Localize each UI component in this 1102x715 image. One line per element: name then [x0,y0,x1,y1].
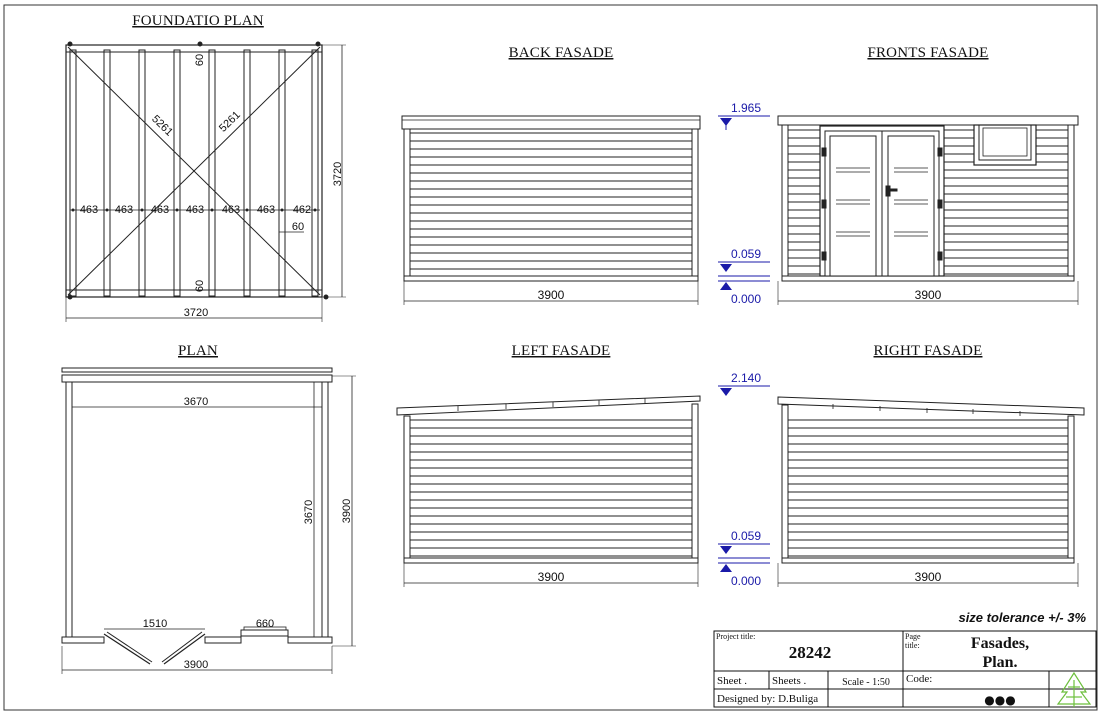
outer-height-label: 3900 [341,499,353,523]
scale-label: Scale - 1:50 [842,677,890,688]
side-top-level: 2.140 [731,371,761,385]
foundation-plan-title: FOUNDATIO PLAN [132,13,264,29]
door-width-label: 1510 [143,618,167,630]
foundation-beams [69,49,319,297]
inner-width-label: 3670 [184,396,208,408]
right-fasade: RIGHT FASADE 3900 [777,343,1085,587]
floor-plan: PLAN 3670 3670 3900 1510 660 3900 [61,343,356,674]
project-title-label: Project title: [716,632,755,641]
back-top-level: 1.965 [731,101,761,115]
back-floor-level: 0.059 [731,247,761,261]
code-label: Code: [906,673,932,685]
left-width-label: 3900 [538,570,565,584]
window-width-label: 660 [256,618,274,630]
side-elevation-markers: 2.140 0.059 0.000 [718,371,770,588]
code-value: ●●● [984,693,1015,707]
page-title-label: Page [905,632,921,641]
door-leaf [103,633,151,665]
wall-boards [788,419,1068,557]
spacing-label: 463 [151,204,169,216]
tolerance-note: size tolerance +/- 3% [958,610,1086,625]
sheet-label: Sheet . [717,675,747,687]
back-width-label: 3900 [538,288,565,302]
side-floor-level: 0.059 [731,529,761,543]
diagonal-label: 5261 [217,109,243,135]
wall-boards [410,419,692,557]
front-fasade: FRONTS FASADE [777,45,1079,305]
designer-label: Designed by: D.Buliga [717,693,818,705]
spacing-label: 462 [293,204,311,216]
spacing-label: 463 [80,204,98,216]
page-title-line-1: Fasades, [971,635,1029,652]
left-fasade-title: LEFT FASADE [512,343,611,359]
side-ground-level: 0.000 [731,574,761,588]
side-offset-label: 60 [292,221,304,233]
foundation-height-label: 3720 [332,162,344,186]
sheet-border [3,4,1098,711]
left-fasade: LEFT FASADE 3900 [396,343,701,587]
plan-title: PLAN [178,343,218,359]
outer-width-label: 3900 [184,659,208,671]
door-leaf [163,633,206,665]
project-number: 28242 [789,643,832,662]
top-offset-label: 60 [194,54,206,66]
spacing-label: 463 [186,204,204,216]
wall-boards [410,132,692,270]
window [973,124,1037,166]
front-fasade-title: FRONTS FASADE [867,45,988,61]
page-title-line-2: Plan. [982,654,1017,671]
tree-logo-icon [1056,671,1092,707]
right-width-label: 3900 [915,570,942,584]
spacing-label: 463 [222,204,240,216]
back-ground-level: 0.000 [731,292,761,306]
inner-height-label: 3670 [303,500,315,524]
double-door [819,125,945,277]
right-fasade-title: RIGHT FASADE [874,343,983,359]
spacing-label: 463 [115,204,133,216]
page-title-label: title: [905,641,920,650]
spacing-label: 463 [257,204,275,216]
diagonal-label: 5261 [149,113,175,139]
diagonal-line [67,46,321,296]
title-block: Project title: 28242 Page title: Fasades… [713,630,1097,708]
foundation-plan: FOUNDATIO PLAN 46 [65,13,346,322]
back-fasade-title: BACK FASADE [509,45,614,61]
front-width-label: 3900 [915,288,942,302]
bottom-offset-label: 60 [194,280,206,292]
sheets-label: Sheets . [772,675,806,687]
foundation-frame [65,44,323,298]
back-fasade: BACK FASADE 3900 [401,45,701,305]
foundation-width-label: 3720 [184,307,208,319]
back-elevation-markers: 1.965 0.059 0.000 [718,101,770,306]
